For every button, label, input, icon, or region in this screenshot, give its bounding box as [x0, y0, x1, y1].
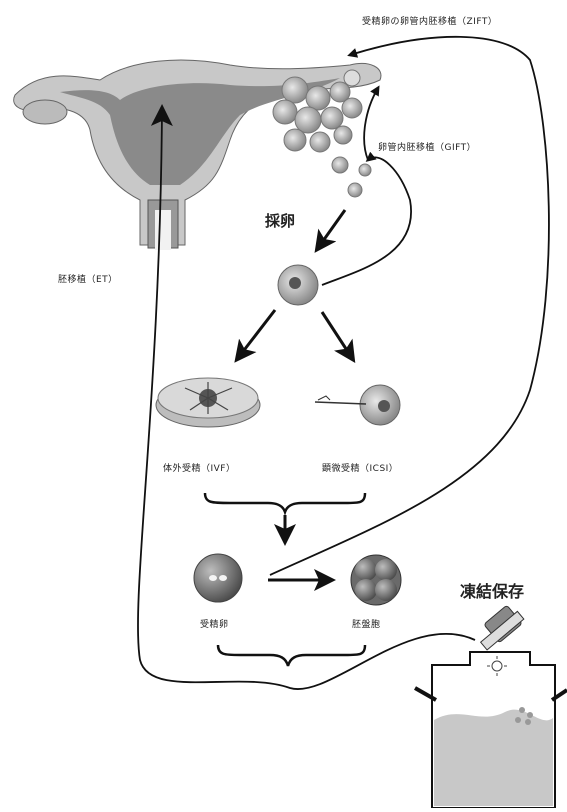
label-embryo: 胚盤胞 [352, 617, 381, 630]
bracket-bottom [218, 645, 365, 666]
label-cryo: 凍結保存 [460, 578, 524, 602]
fertilized-egg-illustration [194, 554, 242, 602]
ivf-petri-dish [156, 378, 260, 427]
label-zift: 受精卵の卵管内胚移植（ZIFT） [362, 14, 497, 27]
arrow-gift-up [364, 88, 378, 160]
icsi-illustration [315, 385, 400, 425]
arrow-to-icsi [322, 312, 352, 358]
label-ivf: 体外受精（IVF） [163, 461, 236, 474]
arrow-retrieval [318, 210, 345, 248]
label-retrieval: 採卵 [265, 210, 295, 231]
bracket-top [205, 493, 365, 512]
label-gift: 卵管内胚移植（GIFT） [378, 140, 476, 153]
cryo-tank [415, 605, 567, 808]
retrieved-egg [278, 265, 318, 305]
ovary-follicles [273, 70, 371, 197]
label-icsi: 顕微受精（ICSI） [322, 461, 398, 474]
embryo-illustration [351, 555, 401, 605]
label-et: 胚移植（ET） [58, 272, 118, 285]
arrow-to-ivf [238, 310, 275, 358]
label-fertilized-egg: 受精卵 [200, 617, 229, 630]
